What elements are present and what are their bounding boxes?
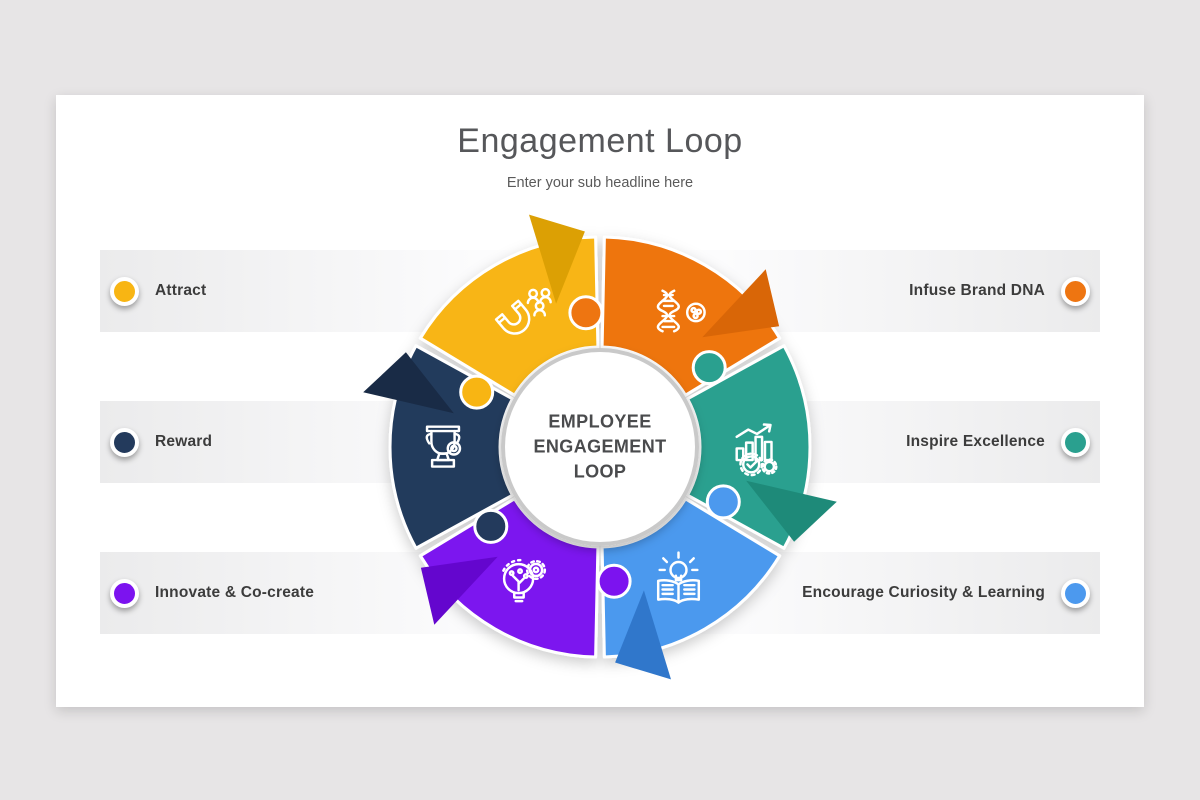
dna-icon	[656, 289, 706, 333]
reward-marker-dot	[110, 427, 139, 457]
center-line-2: ENGAGEMENT	[533, 436, 667, 457]
list-item-attract: Attract	[110, 276, 207, 306]
arrowhead-reward	[363, 352, 454, 414]
center-line-3: LOOP	[573, 461, 627, 482]
list-item-infuse-brand-dna: Infuse Brand DNA	[909, 276, 1090, 306]
puzzle-knob-reward	[473, 508, 509, 544]
inspire-excellence-marker-dot	[1061, 427, 1090, 457]
reward-label: Reward	[155, 433, 213, 450]
encourage-curiosity-learning-label: Encourage Curiosity & Learning	[802, 584, 1045, 601]
segment-innovate-co-create	[418, 497, 600, 659]
center-circle-label: EMPLOYEE ENGAGEMENT LOOP	[515, 410, 685, 485]
list-item-encourage-curiosity-learning: Encourage Curiosity & Learning	[802, 578, 1090, 608]
puzzle-knob-innovate-co-create	[596, 563, 632, 599]
attract-label: Attract	[155, 282, 207, 299]
arrowhead-inspire-excellence	[746, 480, 837, 542]
puzzle-knob-encourage-curiosity-learning	[705, 484, 741, 520]
arrowhead-encourage-curiosity-learning	[615, 590, 671, 680]
trophy-icon	[425, 425, 462, 468]
inspire-excellence-label: Inspire Excellence	[906, 433, 1045, 450]
book-bulb-icon	[656, 551, 701, 604]
infuse-brand-dna-label: Infuse Brand DNA	[909, 282, 1045, 299]
puzzle-knob-attract	[459, 374, 495, 410]
innovate-co-create-label: Innovate & Co-create	[155, 584, 315, 601]
bulb-gear-icon	[502, 558, 547, 603]
infuse-brand-dna-marker-dot	[1061, 276, 1090, 306]
arrowhead-infuse-brand-dna	[702, 269, 780, 338]
arrowhead-innovate-co-create	[420, 556, 498, 625]
puzzle-knob-infuse-brand-dna	[568, 295, 604, 331]
innovate-co-create-marker-dot	[110, 578, 139, 608]
growth-gears-icon	[735, 423, 778, 477]
segment-infuse-brand-dna	[600, 235, 782, 397]
list-item-inspire-excellence: Inspire Excellence	[906, 427, 1090, 457]
list-item-innovate-co-create: Innovate & Co-create	[110, 578, 315, 608]
arrowhead-attract	[529, 214, 585, 304]
center-line-1: EMPLOYEE	[548, 411, 652, 432]
page-subtitle: Enter your sub headline here	[506, 175, 694, 191]
slide-canvas: Engagement Loop Enter your sub headline …	[56, 95, 1144, 707]
center-circle	[501, 348, 699, 546]
engagement-loop-diagram	[360, 207, 840, 687]
magnet-people-icon	[494, 287, 552, 335]
puzzle-knob-inspire-excellence	[691, 350, 727, 386]
list-item-reward: Reward	[110, 427, 213, 457]
encourage-curiosity-learning-marker-dot	[1061, 578, 1090, 608]
row-band-3: Innovate & Co-create Encourage Curiosity…	[100, 552, 1100, 634]
page-title: Engagement Loop	[457, 122, 743, 160]
loop-ring-graphic	[363, 214, 837, 680]
attract-marker-dot	[110, 276, 139, 306]
